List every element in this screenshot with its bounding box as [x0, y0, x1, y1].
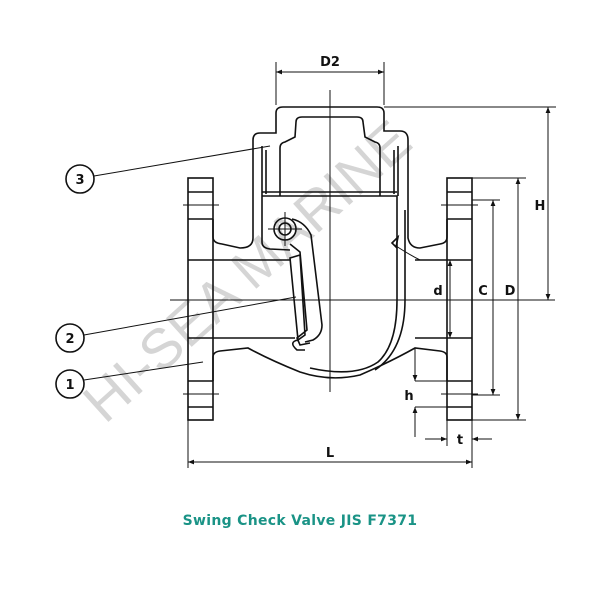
valve-body [188, 106, 472, 381]
dimension-H: H [384, 106, 556, 300]
svg-text:d: d [433, 284, 442, 299]
svg-text:h: h [404, 389, 413, 404]
dimension-h: h [404, 348, 447, 437]
watermark: HI-SEA MARINE [71, 108, 423, 434]
callout-3: 3 [65, 164, 95, 194]
leader-2 [83, 296, 297, 336]
svg-text:D: D [505, 284, 516, 299]
svg-text:L: L [326, 446, 334, 461]
callout-2: 2 [55, 323, 85, 353]
leader-1 [83, 361, 204, 381]
dimension-D: D [472, 177, 526, 421]
callout-1: 1 [55, 369, 85, 399]
drawing-title: Swing Check Valve JIS F7371 [182, 513, 418, 529]
dimension-t: t [425, 420, 492, 448]
svg-text:D2: D2 [320, 55, 340, 70]
right-flange [441, 177, 478, 421]
dimension-C: C [472, 199, 500, 396]
svg-text:t: t [457, 433, 463, 448]
svg-text:1: 1 [65, 378, 74, 393]
svg-text:H: H [535, 199, 546, 214]
left-flange [183, 177, 219, 421]
svg-text:2: 2 [65, 332, 74, 347]
svg-text:3: 3 [75, 173, 84, 188]
dimension-d: d [433, 260, 453, 338]
svg-text:C: C [478, 284, 488, 299]
dimension-L: L [187, 420, 473, 468]
dimension-D2: D2 [275, 55, 385, 105]
leader-3 [93, 145, 271, 177]
